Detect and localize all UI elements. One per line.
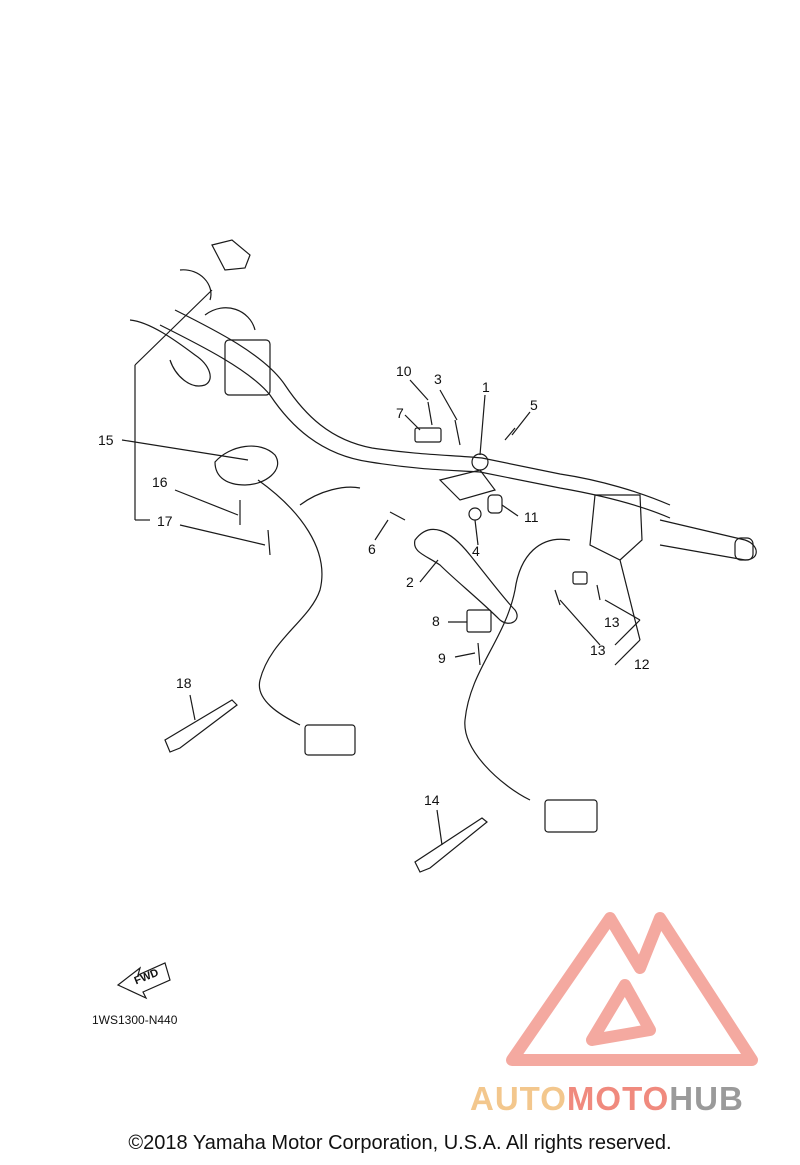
- callout-5: 5: [530, 397, 538, 413]
- callout-15: 15: [98, 432, 114, 448]
- diagram-code: 1WS1300-N440: [92, 1013, 178, 1027]
- callout-10: 10: [396, 363, 412, 379]
- callout-9: 9: [438, 650, 446, 666]
- callout-17: 17: [157, 513, 173, 529]
- callout-7: 7: [396, 405, 404, 421]
- callout-4: 4: [472, 543, 480, 559]
- copyright-notice: ©2018 Yamaha Motor Corporation, U.S.A. A…: [128, 1132, 672, 1154]
- callout-6: 6: [368, 541, 376, 557]
- watermark-part-moto: MOTO: [566, 1080, 670, 1117]
- callout-2: 2: [406, 574, 414, 590]
- callout-16: 16: [152, 474, 168, 490]
- callout-13-lower: 13: [590, 642, 606, 658]
- callout-8: 8: [432, 613, 440, 629]
- callout-13-upper: 13: [604, 614, 620, 630]
- watermark-logo: [506, 912, 758, 1066]
- callout-12: 12: [634, 656, 650, 672]
- callout-3: 3: [434, 371, 442, 387]
- callout-11: 11: [524, 509, 539, 525]
- watermark-part-auto: AUTO: [470, 1080, 567, 1117]
- callout-1: 1: [482, 379, 490, 395]
- watermark-part-hub: HUB: [669, 1080, 744, 1117]
- callout-18: 18: [176, 675, 192, 691]
- callout-14: 14: [424, 792, 440, 808]
- handlebar-assembly: [116, 239, 757, 1000]
- watermark-text: AUTOMOTOHUB: [470, 1080, 744, 1118]
